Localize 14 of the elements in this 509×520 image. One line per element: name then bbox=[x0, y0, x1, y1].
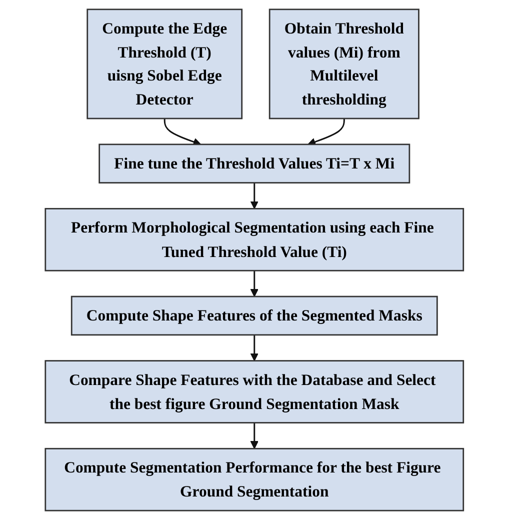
node-box bbox=[269, 8, 420, 120]
node-box bbox=[71, 296, 438, 336]
node-box bbox=[44, 448, 464, 512]
arrow bbox=[250, 334, 259, 362]
node-box bbox=[44, 208, 464, 272]
arrow bbox=[164, 118, 202, 146]
flowchart: Compute the Edge Threshold (T) uisng Sobel Edge Detector Obtain Threshold values (Mi) from Multilevel thresholding Fine tune the Threshold Values Ti=T x Mi Perform Morphological Segmentation using each Fine Tuned Threshold Value (Ti) Compute Shape Features of the Segmented Masks Compare Shape Features with the Database and Select the best figure Ground Segmentation Mask Compute Segmentation Performance for the best Figure Ground Segmentation bbox=[38, 2, 471, 518]
node-box bbox=[86, 8, 243, 120]
arrow bbox=[250, 422, 259, 449]
node-box bbox=[44, 360, 464, 424]
node-box bbox=[98, 144, 410, 184]
arrow bbox=[250, 270, 259, 297]
arrow bbox=[308, 118, 345, 146]
arrow bbox=[250, 182, 259, 210]
